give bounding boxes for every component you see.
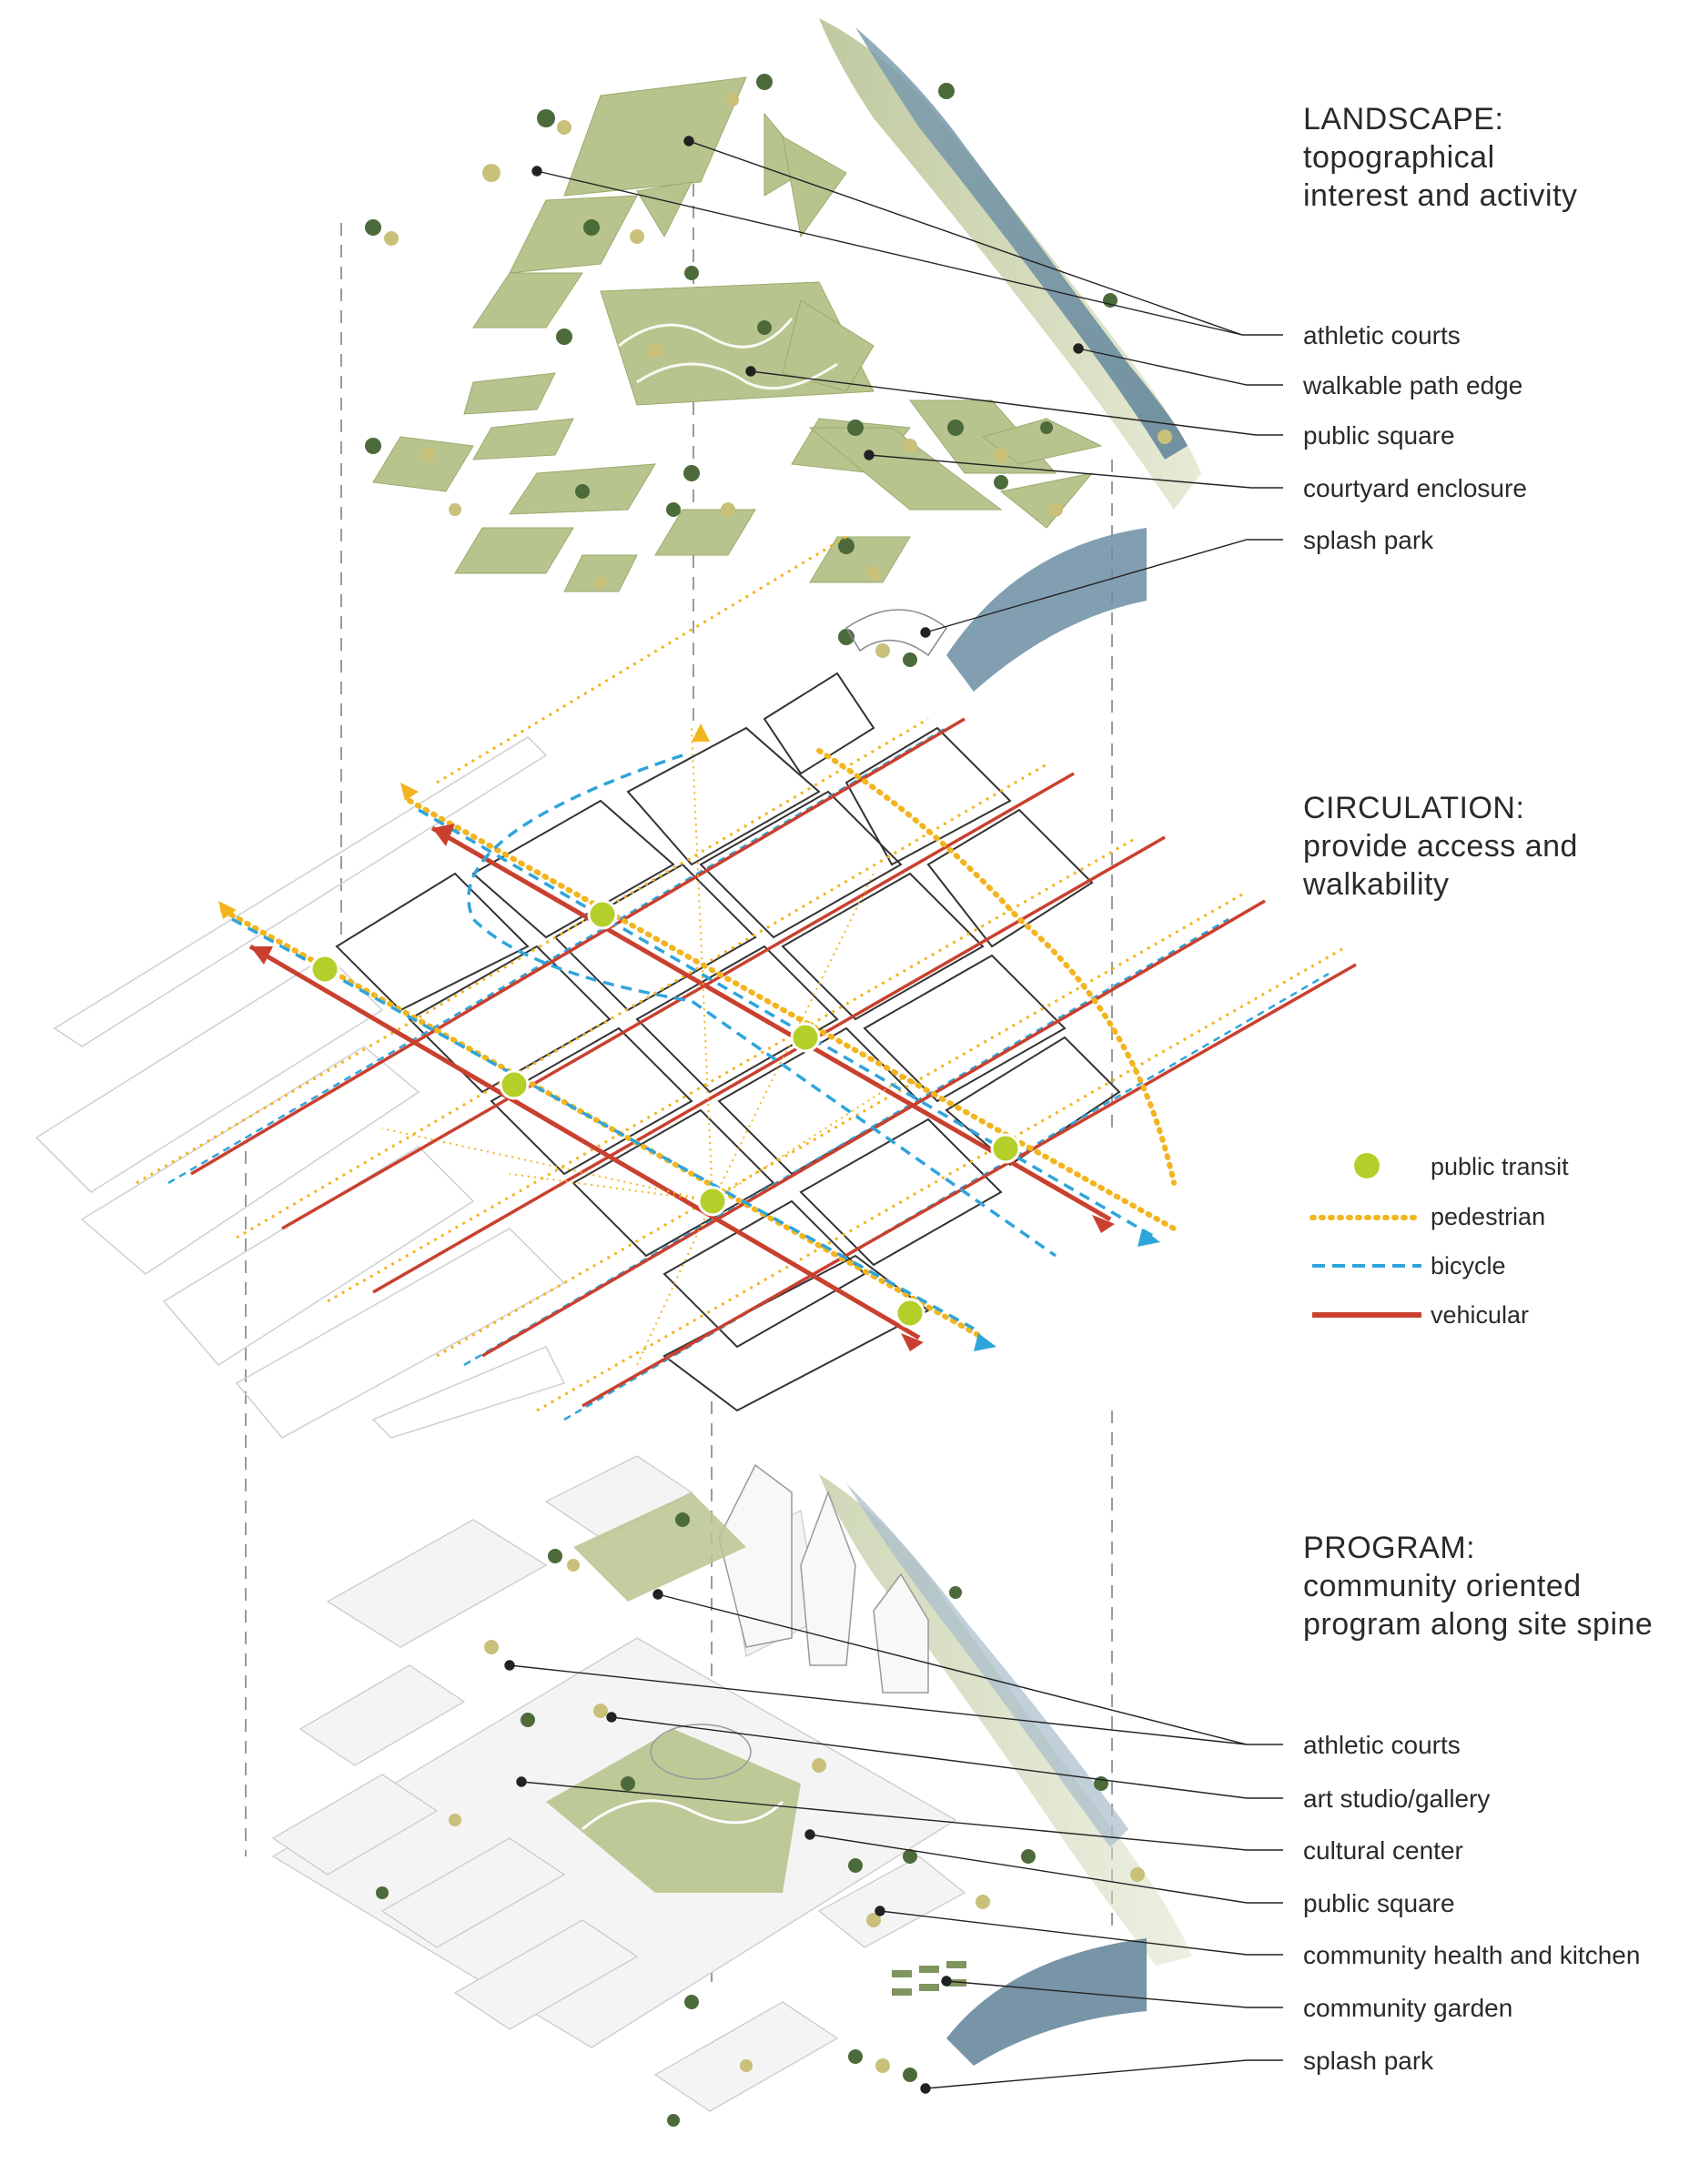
circulation-heading-line-2: provide access and — [1303, 829, 1578, 864]
circulation-heading: CIRCULATION: provide access and walkabil… — [1302, 791, 1578, 902]
pedestrian-radial-paths — [381, 727, 911, 1366]
public-square-paths — [618, 318, 838, 390]
legend-label-public-transit: public transit — [1431, 1153, 1569, 1180]
pedestrian-route — [436, 535, 847, 784]
pedestrian-route — [236, 763, 1047, 1239]
circulation-heading-line-1: CIRCULATION: — [1303, 791, 1524, 825]
geodesic-dome — [650, 1724, 752, 1780]
landscape-heading-line-1: LANDSCAPE: — [1303, 102, 1503, 136]
vehicular-route — [190, 717, 966, 1176]
landscape-label-athletic-courts: athletic courts — [1303, 321, 1461, 349]
program-splash-pool — [946, 1938, 1147, 2066]
program-heading-line-2: community oriented — [1303, 1569, 1582, 1603]
pedestrian-route — [136, 717, 929, 1185]
pedestrian-route — [407, 798, 1177, 1231]
vehicular-route — [248, 944, 921, 1340]
ne-avenues — [136, 535, 1357, 1421]
pedestrian-route — [536, 945, 1348, 1412]
landscape-label-courtyard-enclosure: courtyard enclosure — [1303, 474, 1527, 502]
bicycle-route — [467, 753, 1057, 1258]
program-square-paths — [582, 1799, 784, 1831]
river — [855, 27, 1188, 460]
program-label-athletic-courts: athletic courts — [1303, 1731, 1461, 1759]
landscape-layer — [365, 18, 1201, 692]
legend-label-bicycle: bicycle — [1431, 1252, 1506, 1279]
ghost-context-parcels — [35, 736, 566, 1439]
program-label-splash-park: splash park — [1303, 2047, 1434, 2075]
landscape-label-public-square: public square — [1303, 421, 1455, 450]
vehicular-route — [281, 772, 1075, 1230]
landscape-heading-line-2: topographical — [1303, 140, 1495, 175]
legend-label-vehicular: vehicular — [1431, 1301, 1529, 1329]
leader-lines — [504, 136, 1283, 2094]
landscape-heading-line-3: interest and activity — [1303, 178, 1578, 213]
community-garden-beds — [892, 1961, 966, 1996]
legend-label-pedestrian: pedestrian — [1431, 1203, 1545, 1230]
program-label-art-studio-gallery: art studio/gallery — [1303, 1785, 1490, 1813]
vehicular-route — [582, 963, 1357, 1408]
program-label-public-square: public square — [1303, 1889, 1455, 1917]
program-heading-line-3: program along site spine — [1303, 1607, 1653, 1642]
transit-stops — [309, 899, 1021, 1329]
program-labels: athletic courts art studio/gallery cultu… — [1303, 1731, 1640, 2075]
bicycle-route — [167, 726, 947, 1185]
landscape-labels: athletic courts walkable path edge publi… — [1302, 321, 1527, 554]
circulation-heading-line-3: walkability — [1302, 867, 1449, 902]
program-label-community-health-kitchen: community health and kitchen — [1303, 1941, 1640, 1969]
program-athletic-field — [573, 1492, 746, 1602]
river-bank — [819, 18, 1201, 510]
landscape-heading: LANDSCAPE: topographical interest and ac… — [1303, 102, 1578, 213]
splash-park-pool — [946, 528, 1147, 692]
program-river — [846, 1483, 1128, 1847]
vehicular-route — [372, 835, 1166, 1294]
bicycle-route — [418, 808, 1157, 1239]
landscape-parcels — [372, 76, 1103, 592]
arrowheads — [218, 723, 1160, 1351]
se-spines — [220, 748, 1177, 1340]
circulation-layer — [35, 535, 1357, 1439]
program-layer — [271, 1455, 1192, 2127]
landscape-label-walkable-path-edge: walkable path edge — [1302, 371, 1522, 399]
bicycle-route — [231, 917, 975, 1330]
pedestrian-route — [327, 835, 1138, 1303]
program-leaders — [504, 1589, 1283, 2094]
program-label-cultural-center: cultural center — [1303, 1836, 1463, 1865]
landscape-trees — [365, 74, 1172, 667]
landscape-leaders — [531, 136, 1283, 638]
program-heading: PROGRAM: community oriented program alon… — [1303, 1531, 1653, 1642]
legend-transit-dot — [1354, 1153, 1380, 1178]
program-label-community-garden: community garden — [1303, 1994, 1512, 2022]
legend: public transit pedestrian bicycle vehicu… — [1310, 1153, 1569, 1329]
street-blocks — [335, 672, 1121, 1412]
splash-park-amphitheater — [844, 609, 948, 657]
tower-outlines — [718, 1463, 929, 1694]
program-heading-line-1: PROGRAM: — [1303, 1531, 1475, 1565]
program-trees — [376, 1512, 1145, 2127]
pedestrian-route — [816, 748, 1177, 1186]
landscape-label-splash-park: splash park — [1303, 526, 1434, 554]
